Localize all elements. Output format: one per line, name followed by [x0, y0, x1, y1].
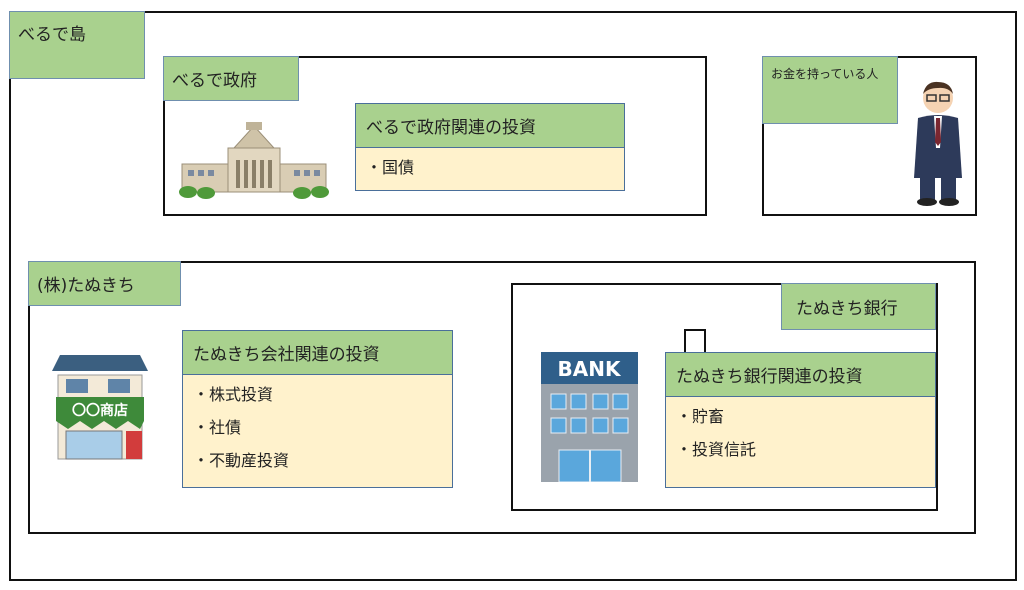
bank-sign-text: BANK: [558, 357, 622, 381]
government-label: べるで政府: [163, 56, 299, 101]
island-label: べるで島: [9, 11, 145, 79]
list-item: ・貯畜: [676, 407, 725, 426]
list-item: ・投資信託: [676, 440, 757, 459]
shop-sign-text: 〇〇商店: [72, 402, 128, 419]
list-item: ・国債: [366, 158, 415, 177]
businessman-icon: [914, 81, 962, 206]
connector-tab: [684, 329, 706, 352]
company-label: (株)たぬきち: [28, 261, 181, 306]
government-building-icon: [179, 122, 329, 199]
government-investment-list: ・国債: [355, 148, 625, 191]
list-item: ・不動産投資: [193, 451, 290, 470]
bank-label: たぬきち銀行: [781, 283, 936, 330]
bank-investment-list: ・貯畜 ・投資信託: [665, 397, 936, 488]
shop-icon: 〇〇商店: [52, 355, 148, 460]
company-investment-title: たぬきち会社関連の投資: [182, 330, 453, 375]
person-label: お金を持っている人: [762, 56, 898, 124]
company-investment-list: ・株式投資 ・社債 ・不動産投資: [182, 375, 453, 488]
government-investment-title: べるで政府関連の投資: [355, 103, 625, 148]
bank-investment-title: たぬきち銀行関連の投資: [665, 352, 936, 397]
list-item: ・株式投資: [193, 385, 274, 404]
bank-building-icon: BANK: [541, 352, 638, 482]
list-item: ・社債: [193, 418, 242, 437]
